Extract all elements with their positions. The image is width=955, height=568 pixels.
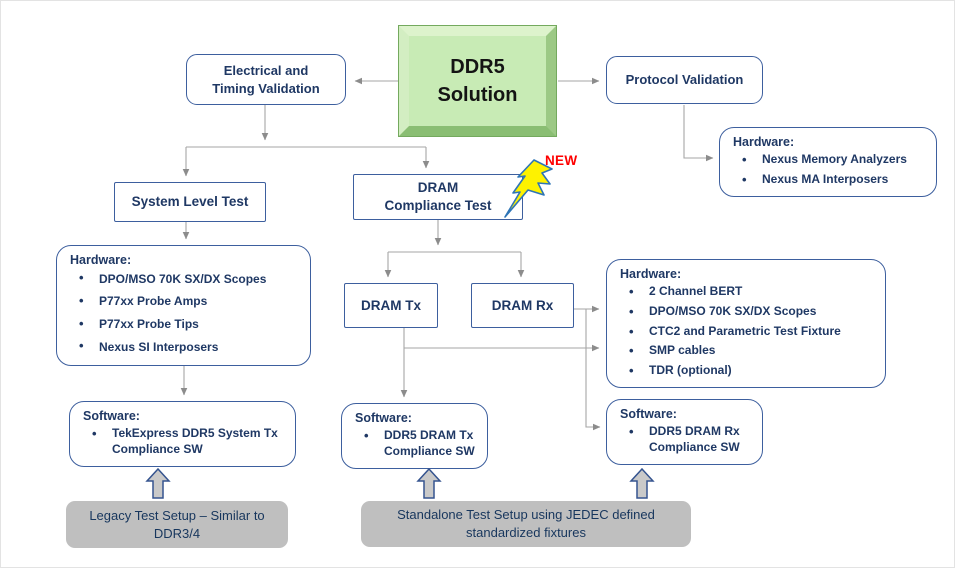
dram-tx-software-heading: Software: <box>355 411 412 425</box>
node-dram-rx: DRAM Rx <box>471 283 574 328</box>
list-item: Nexus Memory Analyzers <box>740 150 928 170</box>
legacy-note: Legacy Test Setup – Similar to DDR3/4 <box>66 501 288 548</box>
dram-tx-software-box: Software: DDR5 DRAM Tx Compliance SW <box>341 403 488 469</box>
node-dram-compliance-label: DRAM Compliance Test <box>384 180 492 213</box>
list-item: DDR5 DRAM Rx Compliance SW <box>627 422 754 458</box>
new-badge: NEW <box>545 153 578 168</box>
node-electrical-label: Electrical and Timing Validation <box>212 62 320 96</box>
dram-rx-software-box: Software: DDR5 DRAM Rx Compliance SW <box>606 399 763 465</box>
node-system-level-test: System Level Test <box>114 182 266 222</box>
list-item: P77xx Probe Amps <box>77 291 302 314</box>
up-arrow-standalone-left-icon <box>416 467 442 499</box>
dram-rx-software-heading: Software: <box>620 407 677 421</box>
node-protocol-label: Protocol Validation <box>625 72 744 88</box>
dram-rx-software-list: DDR5 DRAM Rx Compliance SW <box>620 422 754 458</box>
node-dram-compliance-test: DRAM Compliance Test <box>353 174 523 220</box>
node-system-level-label: System Level Test <box>131 194 249 210</box>
list-item: SMP cables <box>627 341 877 361</box>
legacy-note-label: Legacy Test Setup – Similar to DDR3/4 <box>89 507 265 541</box>
node-dram-tx: DRAM Tx <box>344 283 438 328</box>
list-item: Nexus SI Interposers <box>77 336 302 359</box>
list-item: P77xx Probe Tips <box>77 314 302 337</box>
node-electrical-timing-validation: Electrical and Timing Validation <box>186 54 346 105</box>
protocol-hardware-list: Nexus Memory Analyzers Nexus MA Interpos… <box>733 150 928 190</box>
standalone-note-label: Standalone Test Setup using JEDEC define… <box>397 507 655 540</box>
list-item: TDR (optional) <box>627 361 877 381</box>
node-dram-rx-label: DRAM Rx <box>491 297 554 313</box>
dram-hardware-list: 2 Channel BERT DPO/MSO 70K SX/DX Scopes … <box>620 282 877 381</box>
list-item: DPO/MSO 70K SX/DX Scopes <box>627 302 877 322</box>
list-item: TekExpress DDR5 System Tx Compliance SW <box>90 424 287 460</box>
list-item: DDR5 DRAM Tx Compliance SW <box>362 426 479 462</box>
dram-tx-software-list: DDR5 DRAM Tx Compliance SW <box>355 426 479 462</box>
node-protocol-validation: Protocol Validation <box>606 56 763 104</box>
node-dram-tx-label: DRAM Tx <box>361 297 421 313</box>
list-item: CTC2 and Parametric Test Fixture <box>627 322 877 342</box>
up-arrow-legacy-icon <box>145 467 171 499</box>
system-software-heading: Software: <box>83 409 140 423</box>
list-item: 2 Channel BERT <box>627 282 877 302</box>
list-item: Nexus MA Interposers <box>740 170 928 190</box>
standalone-note: Standalone Test Setup using JEDEC define… <box>361 501 691 547</box>
node-ddr5-solution: DDR5 Solution <box>399 26 556 136</box>
up-arrow-standalone-right-icon <box>629 467 655 499</box>
protocol-hardware-heading: Hardware: <box>733 135 795 149</box>
system-hardware-box: Hardware: DPO/MSO 70K SX/DX Scopes P77xx… <box>56 245 311 367</box>
system-hardware-heading: Hardware: <box>70 253 132 267</box>
system-hardware-list: DPO/MSO 70K SX/DX Scopes P77xx Probe Amp… <box>70 268 302 359</box>
system-software-list: TekExpress DDR5 System Tx Compliance SW <box>83 424 287 460</box>
system-software-box: Software: TekExpress DDR5 System Tx Comp… <box>69 401 296 467</box>
dram-hardware-heading: Hardware: <box>620 267 682 281</box>
connector-protocol-to-hw <box>683 105 714 162</box>
node-ddr5-solution-label: DDR5 Solution <box>437 56 518 106</box>
protocol-hardware-box: Hardware: Nexus Memory Analyzers Nexus M… <box>719 127 937 197</box>
dram-hardware-box: Hardware: 2 Channel BERT DPO/MSO 70K SX/… <box>606 259 886 389</box>
connector-rx-to-sw <box>585 309 601 431</box>
list-item: DPO/MSO 70K SX/DX Scopes <box>77 268 302 291</box>
